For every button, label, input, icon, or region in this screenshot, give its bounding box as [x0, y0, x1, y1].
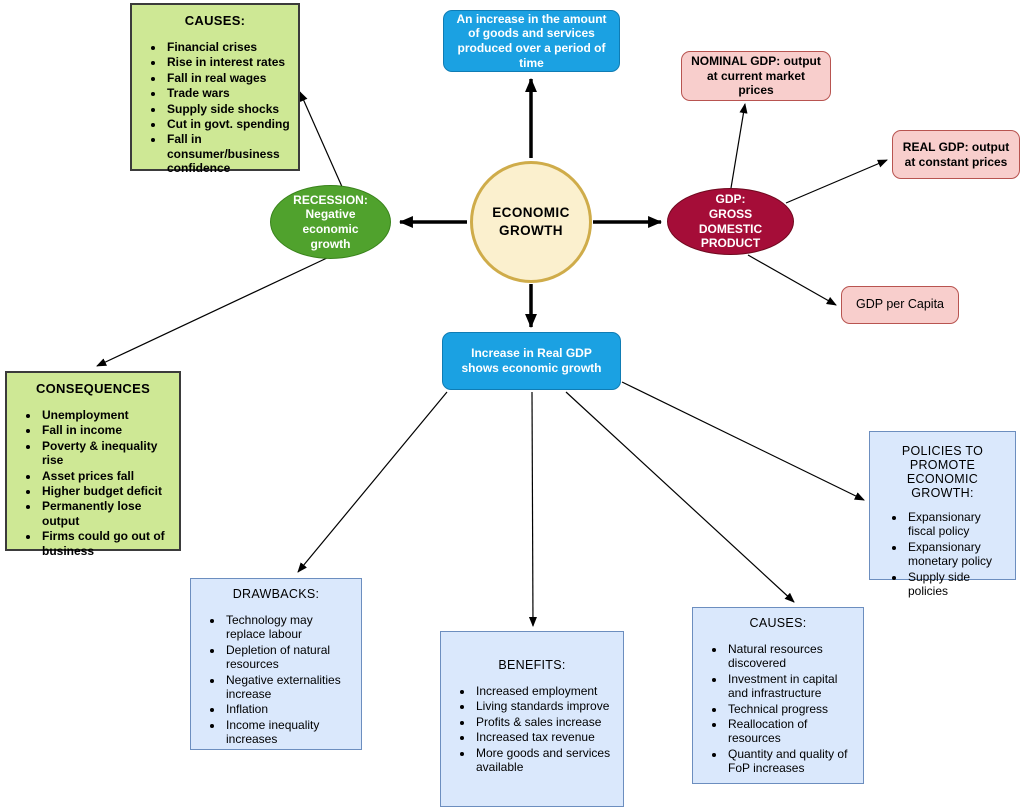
arrow-signal-to-policies — [621, 381, 865, 501]
policies-title: POLICIES TO PROMOTE ECONOMIC GROWTH: — [901, 444, 984, 500]
recession-causes-title: CAUSES: — [184, 13, 246, 28]
consequences-title: CONSEQUENCES — [35, 381, 151, 396]
bullet-item: Reallocation of resources — [726, 717, 857, 746]
drawbacks-box: DRAWBACKS: Technology may replace labour… — [190, 578, 362, 750]
bullet-item: Higher budget deficit — [40, 484, 173, 498]
bullet-item: More goods and services available — [474, 746, 617, 775]
real-gdp-node: REAL GDP: output at constant prices — [892, 130, 1020, 179]
bullet-item: Rise in interest rates — [165, 55, 292, 69]
recession-node: RECESSION: Negative economic growth — [270, 185, 391, 259]
growth-causes-list: Natural resources discoveredInvestment i… — [699, 642, 857, 776]
bullet-item: Asset prices fall — [40, 469, 173, 483]
bullet-item: Profits & sales increase — [474, 715, 617, 729]
recession-label-line2: Negative economic growth — [302, 207, 359, 251]
bullet-item: Poverty & inequality rise — [40, 439, 173, 468]
bullet-item: Firms could go out of business — [40, 529, 173, 558]
policies-list: Expansionary fiscal policyExpansionary m… — [876, 510, 1009, 598]
bullet-item: Increased tax revenue — [474, 730, 617, 744]
bullet-item: Fall in income — [40, 423, 173, 437]
gdp-label: GDP: GROSS DOMESTIC PRODUCT — [678, 192, 783, 251]
consequences-list: UnemploymentFall in incomePoverty & ineq… — [13, 408, 173, 558]
arrow-recession-to-consequences — [96, 257, 328, 367]
definition-label: An increase in the amount of goods and s… — [456, 11, 607, 70]
definition-node: An increase in the amount of goods and s… — [443, 10, 620, 72]
bullet-item: Technology may replace labour — [224, 613, 355, 642]
bullet-item: Increased employment — [474, 684, 617, 698]
arrow-gdp-to-per-capita — [747, 254, 837, 306]
nominal-gdp-node: NOMINAL GDP: output at current market pr… — [681, 51, 831, 101]
arrow-recession-to-causes — [299, 91, 344, 190]
benefits-list: Increased employmentLiving standards imp… — [447, 684, 617, 774]
arrow-gdp-to-real — [785, 159, 888, 204]
bullet-item: Inflation — [224, 702, 355, 716]
bullet-item: Depletion of natural resources — [224, 643, 355, 672]
nominal-gdp-label: NOMINAL GDP: output at current market pr… — [691, 54, 821, 98]
bullet-item: Expansionary fiscal policy — [906, 510, 1009, 539]
bullet-item: Living standards improve — [474, 699, 617, 713]
consequences-box: CONSEQUENCES UnemploymentFall in incomeP… — [5, 371, 181, 558]
economic-growth-node: ECONOMIC GROWTH — [470, 161, 592, 283]
growth-signal-label: Increase in Real GDP shows economic grow… — [461, 346, 602, 375]
benefits-title: BENEFITS: — [498, 658, 566, 672]
policies-box: POLICIES TO PROMOTE ECONOMIC GROWTH: Exp… — [869, 431, 1016, 598]
bullet-item: Financial crises — [165, 40, 292, 54]
bullet-item: Fall in real wages — [165, 71, 292, 85]
bullet-item: Expansionary monetary policy — [906, 540, 1009, 569]
gdp-label-line2: GROSS DOMESTIC PRODUCT — [698, 206, 763, 251]
arrow-signal-to-benefits — [528, 391, 538, 628]
bullet-item: Natural resources discovered — [726, 642, 857, 671]
gdp-per-capita-node: GDP per Capita — [841, 286, 959, 324]
economic-growth-label: ECONOMIC GROWTH — [492, 204, 570, 238]
benefits-box: BENEFITS: Increased employmentLiving sta… — [440, 631, 624, 807]
gdp-per-capita-label: GDP per Capita — [855, 297, 944, 312]
bullet-item: Investment in capital and infrastructure — [726, 672, 857, 701]
bullet-item: Supply side policies — [906, 570, 1009, 599]
gdp-node: GDP: GROSS DOMESTIC PRODUCT — [667, 188, 794, 255]
arrow-gdp-to-nominal — [730, 102, 748, 189]
recession-causes-box: CAUSES: Financial crisesRise in interest… — [130, 3, 300, 175]
drawbacks-title: DRAWBACKS: — [232, 587, 320, 601]
real-gdp-label: REAL GDP: output at constant prices — [902, 139, 1010, 169]
bullet-item: Trade wars — [165, 86, 292, 100]
arrow-signal-to-causes — [565, 391, 795, 603]
bullet-item: Quantity and quality of FoP increases — [726, 747, 857, 776]
recession-label: RECESSION: Negative economic growth — [281, 193, 380, 252]
arrow-signal-to-drawbacks — [297, 391, 448, 573]
bullet-item: Supply side shocks — [165, 102, 292, 116]
bullet-item: Fall in consumer/business confidence — [165, 132, 292, 175]
recession-causes-list: Financial crisesRise in interest ratesFa… — [138, 40, 292, 176]
growth-signal-node: Increase in Real GDP shows economic grow… — [442, 332, 621, 390]
bullet-item: Technical progress — [726, 702, 857, 716]
bullet-item: Income inequality increases — [224, 718, 355, 747]
bullet-item: Unemployment — [40, 408, 173, 422]
bullet-item: Permanently lose output — [40, 499, 173, 528]
drawbacks-list: Technology may replace labourDepletion o… — [197, 613, 355, 747]
bullet-item: Negative externalities increase — [224, 673, 355, 702]
bullet-item: Cut in govt. spending — [165, 117, 292, 131]
growth-causes-box: CAUSES: Natural resources discoveredInve… — [692, 607, 864, 784]
gdp-label-line1: GDP: — [715, 192, 746, 207]
growth-causes-title: CAUSES: — [749, 616, 807, 630]
recession-label-line1: RECESSION: — [293, 192, 368, 207]
